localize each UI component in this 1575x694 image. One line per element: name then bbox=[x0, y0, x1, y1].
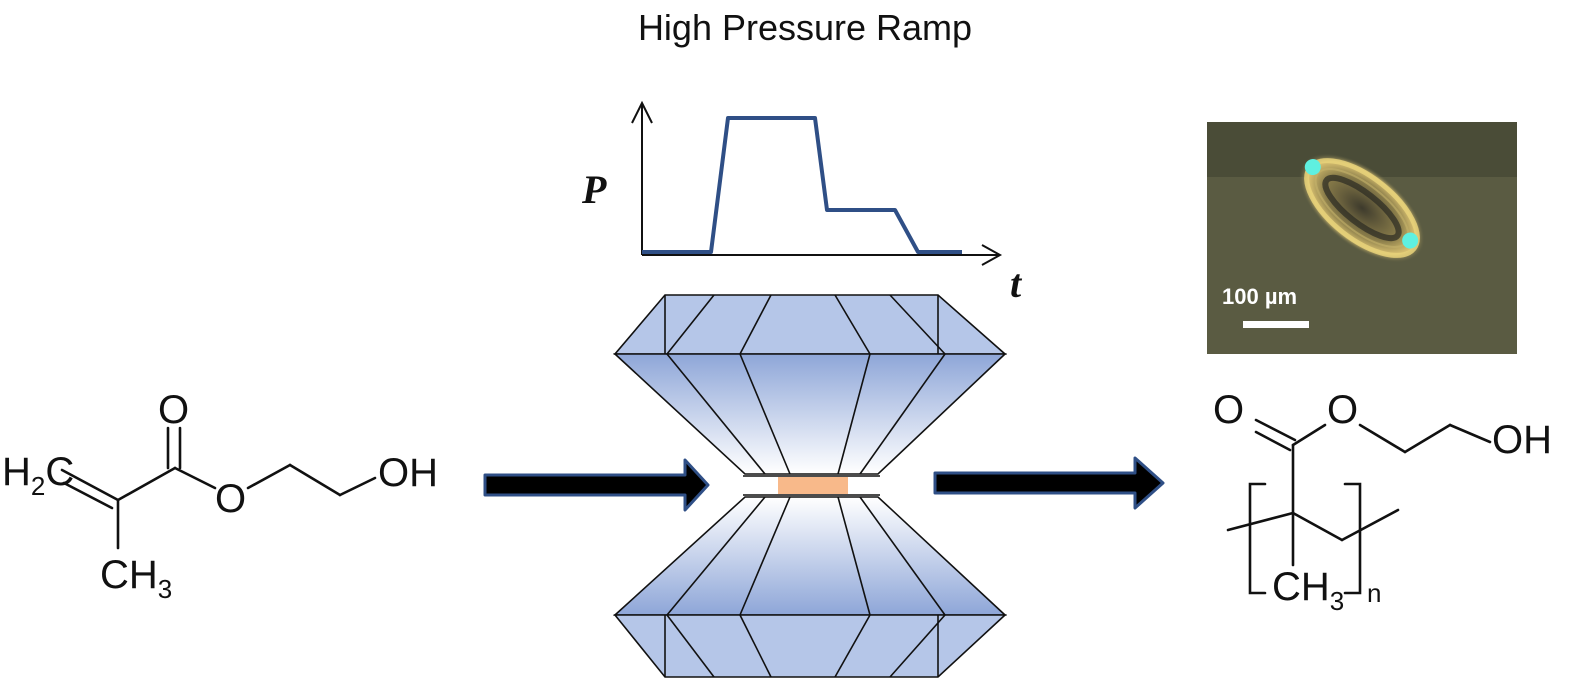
sample-chamber bbox=[778, 477, 848, 494]
monomer-hydroxyl: OH bbox=[378, 451, 438, 495]
crystal-image bbox=[1299, 153, 1425, 263]
monomer-carbonyl-o: O bbox=[158, 388, 189, 432]
x-axis-arrowhead bbox=[981, 244, 1003, 266]
polymer-methyl: CH3 bbox=[1272, 565, 1344, 616]
lower-diamond bbox=[612, 496, 1008, 678]
pressure-profile-line bbox=[642, 116, 962, 254]
polymer-repeat-n: n bbox=[1367, 578, 1381, 608]
monomer-structure: O O OH H2C CH3 bbox=[2, 388, 438, 604]
diamond-anvil-cell bbox=[612, 294, 1008, 678]
x-axis-label: t bbox=[1010, 261, 1023, 306]
y-axis-label: P bbox=[581, 167, 607, 212]
diagram-title: High Pressure Ramp bbox=[638, 7, 972, 48]
left-arrow bbox=[483, 458, 710, 512]
pressure-ramp-graph: P t bbox=[581, 100, 1023, 306]
upper-diamond bbox=[612, 294, 1008, 475]
monomer-ester-o: O bbox=[215, 477, 246, 521]
scale-bar-label: 100 µm bbox=[1222, 284, 1297, 309]
micrograph: 100 µm bbox=[1207, 122, 1517, 354]
right-arrow bbox=[933, 456, 1165, 510]
polymer-structure: O O OH CH3 n bbox=[1213, 388, 1552, 616]
monomer-methyl: CH3 bbox=[100, 553, 172, 604]
y-axis-arrowhead bbox=[631, 100, 653, 124]
polymer-ester-o: O bbox=[1327, 388, 1358, 432]
polymer-hydroxyl: OH bbox=[1492, 418, 1552, 462]
polymer-carbonyl-o: O bbox=[1213, 388, 1244, 432]
scale-bar bbox=[1243, 321, 1309, 328]
monomer-h2c: H2C bbox=[2, 450, 74, 501]
